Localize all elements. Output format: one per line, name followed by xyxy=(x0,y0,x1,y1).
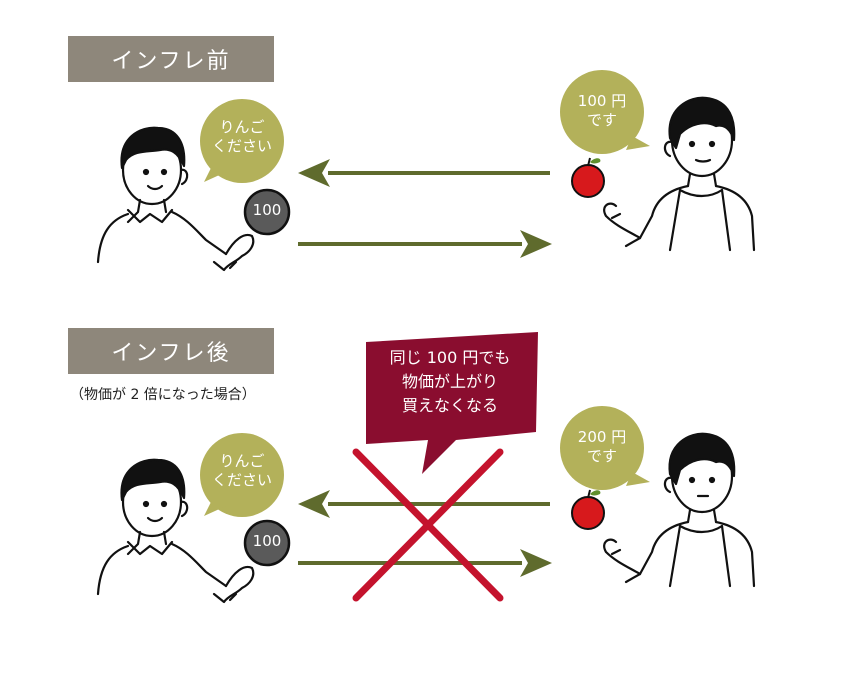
cross-mark xyxy=(352,448,504,602)
coin-after xyxy=(243,519,291,567)
coin-value-after: 100 xyxy=(252,532,282,550)
callout-text: 同じ 100 円でも 物価が上がり 買えなくなる xyxy=(389,348,511,415)
customer-speech-bubble-after xyxy=(200,433,284,517)
customer-speech-text-after: りんご ください xyxy=(211,452,272,489)
customer-speech-bubble-before xyxy=(200,99,284,183)
customer-figure-after xyxy=(96,458,255,604)
coin-value-before: 100 xyxy=(252,201,282,219)
seller-speech-text-before: 100 円 です xyxy=(577,92,627,129)
seller-figure-before xyxy=(603,96,756,252)
arrow-seller-to-customer-before xyxy=(298,159,550,187)
label-before-text: インフレ前 xyxy=(111,49,231,74)
arrow-customer-to-seller-before xyxy=(298,230,552,258)
seller-figure-after xyxy=(603,432,756,588)
seller-speech-bubble-before xyxy=(560,70,650,154)
customer-speech-text-before: りんご ください xyxy=(211,118,272,155)
apple-after xyxy=(571,489,605,530)
arrow-seller-to-customer-after xyxy=(298,490,550,518)
callout-box xyxy=(366,332,538,474)
price-doubled-note: （物価が 2 倍になった場合） xyxy=(70,387,256,403)
seller-speech-bubble-after xyxy=(560,406,650,490)
label-before-inflation: インフレ前 xyxy=(68,36,274,82)
label-after-text: インフレ後 xyxy=(111,341,231,366)
apple-before xyxy=(571,157,605,198)
seller-speech-text-after: 200 円 です xyxy=(577,428,627,465)
customer-figure-before xyxy=(96,126,255,272)
arrow-customer-to-seller-after xyxy=(298,549,552,577)
coin-before xyxy=(243,188,291,236)
label-after-inflation: インフレ後 xyxy=(68,328,274,374)
